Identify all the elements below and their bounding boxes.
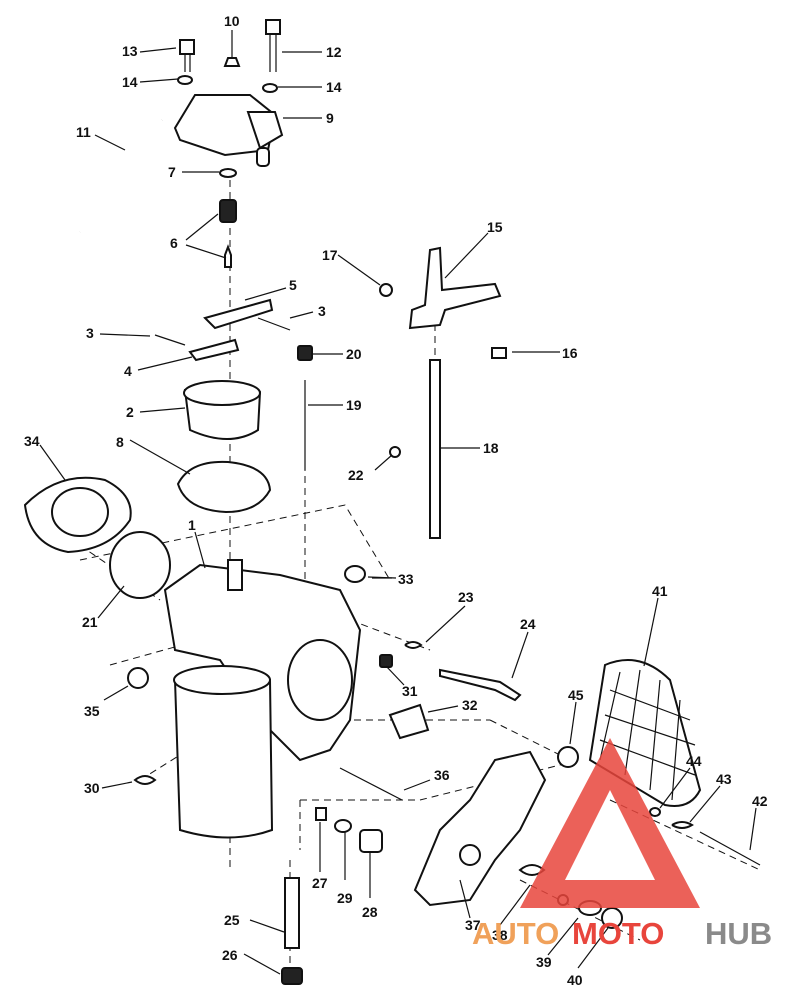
callout-33: 33 [398,571,414,587]
watermark-word-auto: AUTO [472,916,559,951]
flange-gasket-and-diaphragm [23,476,171,599]
callout-17: 17 [322,247,338,263]
callout-40: 40 [567,972,583,988]
callout-13: 13 [122,43,138,59]
callout-10: 10 [224,13,240,29]
watermark-word-moto: MOTO [572,916,664,951]
callout-1: 1 [188,517,196,533]
callout-41: 41 [652,583,668,599]
needle-and-seat [219,199,237,268]
callout-26: 26 [222,947,238,963]
callout-18: 18 [483,440,499,456]
callout-24: 24 [520,616,536,632]
float-arm-and-pins [154,298,291,362]
callout-3-left: 3 [86,325,94,341]
callout-3-right: 3 [318,303,326,319]
callout-20: 20 [346,346,362,362]
callout-leaders [39,30,757,975]
callout-7: 7 [168,164,176,180]
callout-32: 32 [462,697,478,713]
callout-29: 29 [337,890,353,906]
callout-19: 19 [346,397,362,413]
callout-14-left: 14 [122,74,138,90]
callout-numbers: 13 14 10 12 14 9 11 7 6 5 3 3 4 2 20 19 … [24,13,768,988]
callout-9: 9 [326,110,334,126]
callout-5: 5 [289,277,297,293]
callout-37: 37 [465,917,481,933]
callout-25: 25 [224,912,240,928]
watermark-text: AUTO MOTO HUB [472,916,772,951]
lower-jet-parts [281,807,383,985]
throttle-linkage [379,246,507,539]
callout-31: 31 [402,683,418,699]
callout-28: 28 [362,904,378,920]
callout-23: 23 [458,589,474,605]
callout-16: 16 [562,345,578,361]
watermark-word-hub: HUB [705,916,772,951]
callout-6: 6 [170,235,178,251]
callout-2: 2 [126,404,134,420]
callout-11: 11 [76,124,91,140]
callout-30: 30 [84,780,100,796]
callout-36: 36 [434,767,450,783]
watermark-triangle-logo [520,738,700,908]
callout-14-right: 14 [326,79,342,95]
callout-35: 35 [84,703,100,719]
callout-38: 38 [492,927,508,943]
callout-43: 43 [716,771,732,787]
carburetor-body [163,559,362,839]
body-small-parts [127,565,522,801]
callout-34: 34 [24,433,40,449]
callout-22: 22 [348,467,364,483]
callout-45: 45 [568,687,584,703]
callout-8: 8 [116,434,124,450]
callout-39: 39 [536,954,552,970]
callout-42: 42 [752,793,768,809]
callout-27: 27 [312,875,328,891]
callout-12: 12 [326,44,342,60]
fuel-cover-assembly [77,19,284,233]
mixture-needle [297,345,313,470]
callout-15: 15 [487,219,503,235]
callout-4: 4 [124,363,132,379]
callout-21: 21 [82,614,98,630]
float-and-gasket [176,380,272,514]
callout-44: 44 [686,753,702,769]
